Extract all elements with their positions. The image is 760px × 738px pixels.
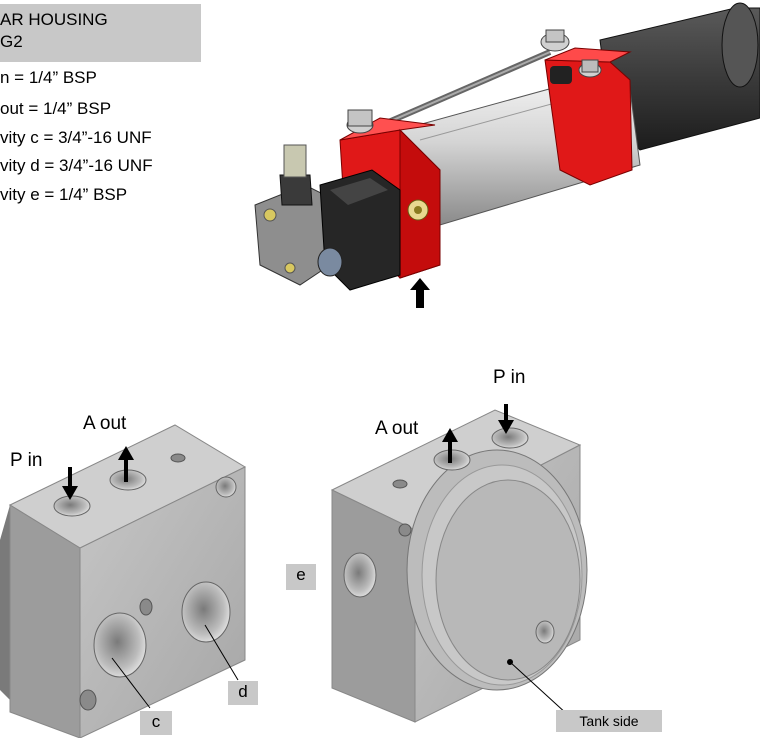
arrow-up-icon [118, 446, 134, 482]
tag-cavity-c: c [140, 711, 172, 735]
label-a-out-left: A out [83, 413, 127, 434]
arrow-down-icon [62, 467, 78, 500]
right-block [330, 404, 588, 723]
left-block [0, 424, 247, 738]
label-p-in-left: P in [10, 450, 43, 471]
spec-cavity-c: vity c = 3/4”-16 UNF [0, 128, 152, 147]
spec-a-out: out = 1/4” BSP [0, 99, 112, 118]
rear-flange [540, 29, 633, 186]
title-line-2: G2 [0, 32, 23, 51]
tag-cavity-e: e [286, 564, 316, 590]
arrow-up-icon [442, 428, 458, 463]
spec-cavity-e: vity e = 1/4” BSP [0, 185, 128, 204]
title-box: AR HOUSING G2 [0, 4, 201, 62]
title-line-1: AR HOUSING [0, 10, 108, 29]
tag-tank-side: Tank side [556, 710, 662, 732]
pump-assembly [254, 2, 760, 308]
label-a-out-right: A out [375, 418, 419, 439]
tag-cavity-d: d [228, 681, 258, 705]
spec-p-in: n = 1/4” BSP [0, 68, 97, 87]
arrow-down-icon [498, 404, 514, 434]
solenoid-valve [254, 144, 401, 291]
motor [599, 2, 760, 151]
spec-cavity-d: vity d = 3/4”-16 UNF [0, 156, 153, 175]
label-p-in-right: P in [493, 367, 526, 388]
arrow-up-icon [410, 278, 430, 308]
